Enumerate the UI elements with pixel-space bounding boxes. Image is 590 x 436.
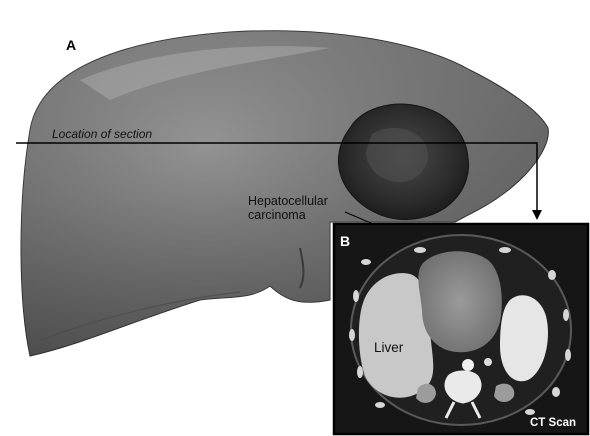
panel-b-letter: B xyxy=(340,233,350,249)
ct-ivc xyxy=(484,358,492,366)
tumor-label-line2: carcinoma xyxy=(248,208,306,222)
ct-kidney-right xyxy=(494,384,514,402)
tumor-label-line1: Hepatocellular xyxy=(248,194,328,208)
ct-tumor-mass xyxy=(418,251,501,352)
ct-liver-label: Liver xyxy=(374,340,404,355)
section-arrowhead xyxy=(532,210,542,220)
panel-a-letter: A xyxy=(66,37,76,53)
ct-aorta xyxy=(462,359,474,371)
section-label: Location of section xyxy=(52,127,152,141)
ct-image xyxy=(349,235,571,425)
ct-scan-panel: B Liver CT Scan xyxy=(334,224,588,434)
ct-scan-caption: CT Scan xyxy=(530,417,576,429)
